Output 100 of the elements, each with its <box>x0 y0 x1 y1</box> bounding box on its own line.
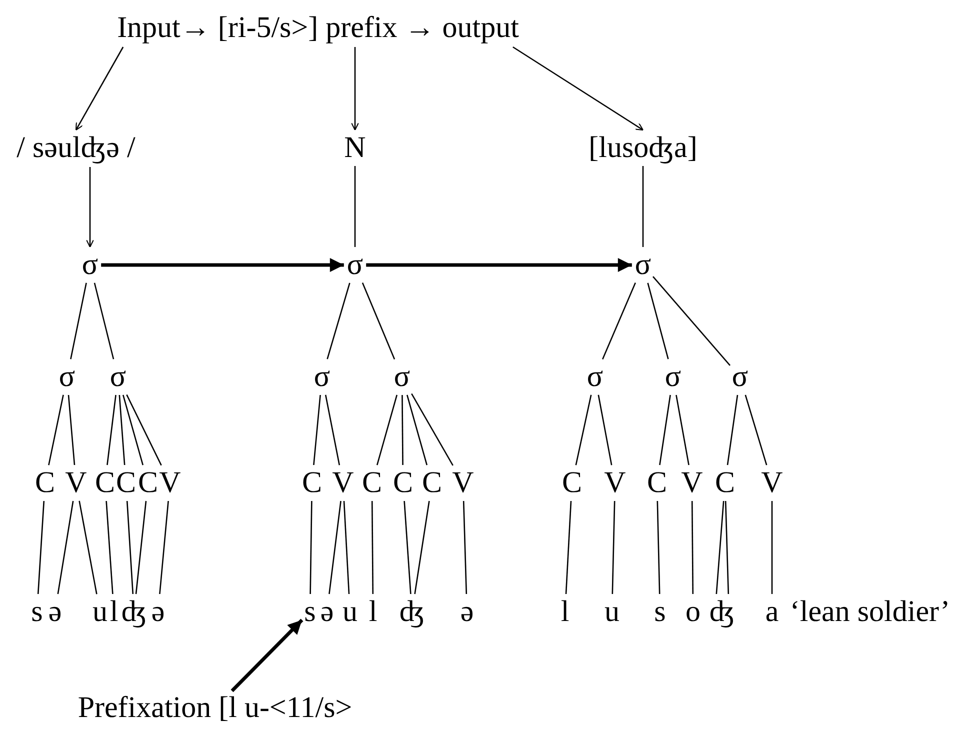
arrow <box>230 618 304 692</box>
branch-line <box>404 500 412 594</box>
branch-line <box>642 166 644 247</box>
cv-slot-symbol: C <box>715 468 735 498</box>
segment-symbol: ʤ <box>121 597 147 627</box>
syllable-symbol: σ <box>82 250 98 280</box>
syllable-symbol: σ <box>586 362 604 392</box>
cv-slot-symbol: V <box>332 468 354 498</box>
branch-line <box>565 500 572 594</box>
branch-line <box>48 394 64 466</box>
branch-line <box>159 500 169 594</box>
arrow <box>86 167 94 248</box>
cv-slot-symbol: C <box>35 468 55 498</box>
branch-line <box>135 500 147 594</box>
branch-line <box>326 282 350 360</box>
branch-line <box>771 501 773 594</box>
branch-line <box>376 394 398 466</box>
segment-symbol: l <box>368 597 378 627</box>
cv-slot-symbol: C <box>362 468 382 498</box>
branch-line <box>324 394 340 466</box>
segment-symbol: l <box>560 597 570 627</box>
segment-symbol: ʤ <box>399 597 425 627</box>
segment-symbol: l <box>110 597 118 627</box>
branch-line <box>37 500 45 594</box>
branch-line <box>371 501 374 594</box>
branch-line <box>744 394 768 466</box>
branch-line <box>126 394 162 466</box>
cv-slot-symbol: V <box>159 468 181 498</box>
gloss-text: ‘lean soldier’ <box>790 597 950 627</box>
segment-symbol: ə <box>48 597 62 627</box>
arrow <box>366 258 632 272</box>
syllable-symbol: σ <box>394 362 410 392</box>
category-symbol: N <box>344 133 366 163</box>
segment-symbol: s <box>304 597 316 627</box>
branch-line <box>612 500 616 594</box>
segment-symbol: u <box>604 597 620 627</box>
cv-slot-symbol: V <box>761 468 783 498</box>
segment-symbol: ə <box>320 597 334 627</box>
branch-line <box>726 394 738 466</box>
arrow <box>350 47 360 131</box>
cv-slot-symbol: V <box>452 468 474 498</box>
branch-line <box>126 500 134 594</box>
segment-symbol: o <box>686 597 700 627</box>
branch-line <box>118 394 126 466</box>
branch-line <box>343 500 350 594</box>
branch-line <box>354 166 356 247</box>
segment-symbol: ʤ <box>709 597 735 627</box>
branch-line <box>57 500 74 594</box>
branch-line <box>402 395 404 465</box>
branch-line <box>716 500 724 594</box>
branch-line <box>652 276 730 366</box>
branch-line <box>691 501 694 594</box>
branch-line <box>462 500 468 594</box>
branch-line <box>647 282 669 360</box>
syllable-symbol: σ <box>58 362 76 392</box>
segment-symbol: ə <box>151 597 165 627</box>
branch-line <box>659 394 671 466</box>
syllable-symbol: σ <box>346 250 364 280</box>
cv-slot-symbol: C <box>647 468 667 498</box>
transcription: [lusoʤa] <box>588 133 698 163</box>
branch-line <box>313 394 321 466</box>
branch-line <box>656 500 660 594</box>
cv-slot-symbol: C <box>562 468 582 498</box>
prefixation-note: Prefixation [l u-<11/s> <box>78 693 352 723</box>
branch-line <box>414 500 430 594</box>
cv-slot-symbol: C <box>116 468 136 498</box>
segment-symbol: s <box>654 597 666 627</box>
cv-slot-symbol: C <box>138 468 158 498</box>
branch-line <box>724 500 730 594</box>
arrow <box>512 46 644 131</box>
transcription: / səulʤə / <box>16 133 136 163</box>
branch-line <box>70 282 87 360</box>
syllable-symbol: σ <box>314 362 330 392</box>
segment-symbol: u <box>92 597 108 627</box>
syllable-symbol: σ <box>634 250 652 280</box>
branch-line <box>106 394 116 466</box>
syllable-symbol: σ <box>732 362 748 392</box>
branch-line <box>78 500 98 594</box>
cv-slot-symbol: V <box>604 468 626 498</box>
syllable-symbol: σ <box>110 362 126 392</box>
branch-line <box>411 393 454 466</box>
branch-line <box>106 500 114 594</box>
branch-line <box>328 500 342 594</box>
branch-line <box>122 394 144 466</box>
syllable-symbol: σ <box>664 362 682 392</box>
branch-line <box>602 282 636 360</box>
cv-slot-symbol: C <box>422 468 442 498</box>
cv-slot-symbol: V <box>65 468 87 498</box>
segment-symbol: s <box>31 597 43 627</box>
cv-slot-symbol: V <box>681 468 703 498</box>
cv-slot-symbol: C <box>393 468 413 498</box>
segment-symbol: ə <box>460 597 474 627</box>
arrow <box>101 258 344 272</box>
branch-line <box>575 394 592 466</box>
branch-line <box>94 282 114 360</box>
branch-line <box>406 394 428 466</box>
process-formula: Input→ [ri-5/s>] prefix → output <box>117 13 519 43</box>
branch-line <box>68 394 76 466</box>
branch-line <box>310 501 312 594</box>
arrow <box>75 46 124 131</box>
